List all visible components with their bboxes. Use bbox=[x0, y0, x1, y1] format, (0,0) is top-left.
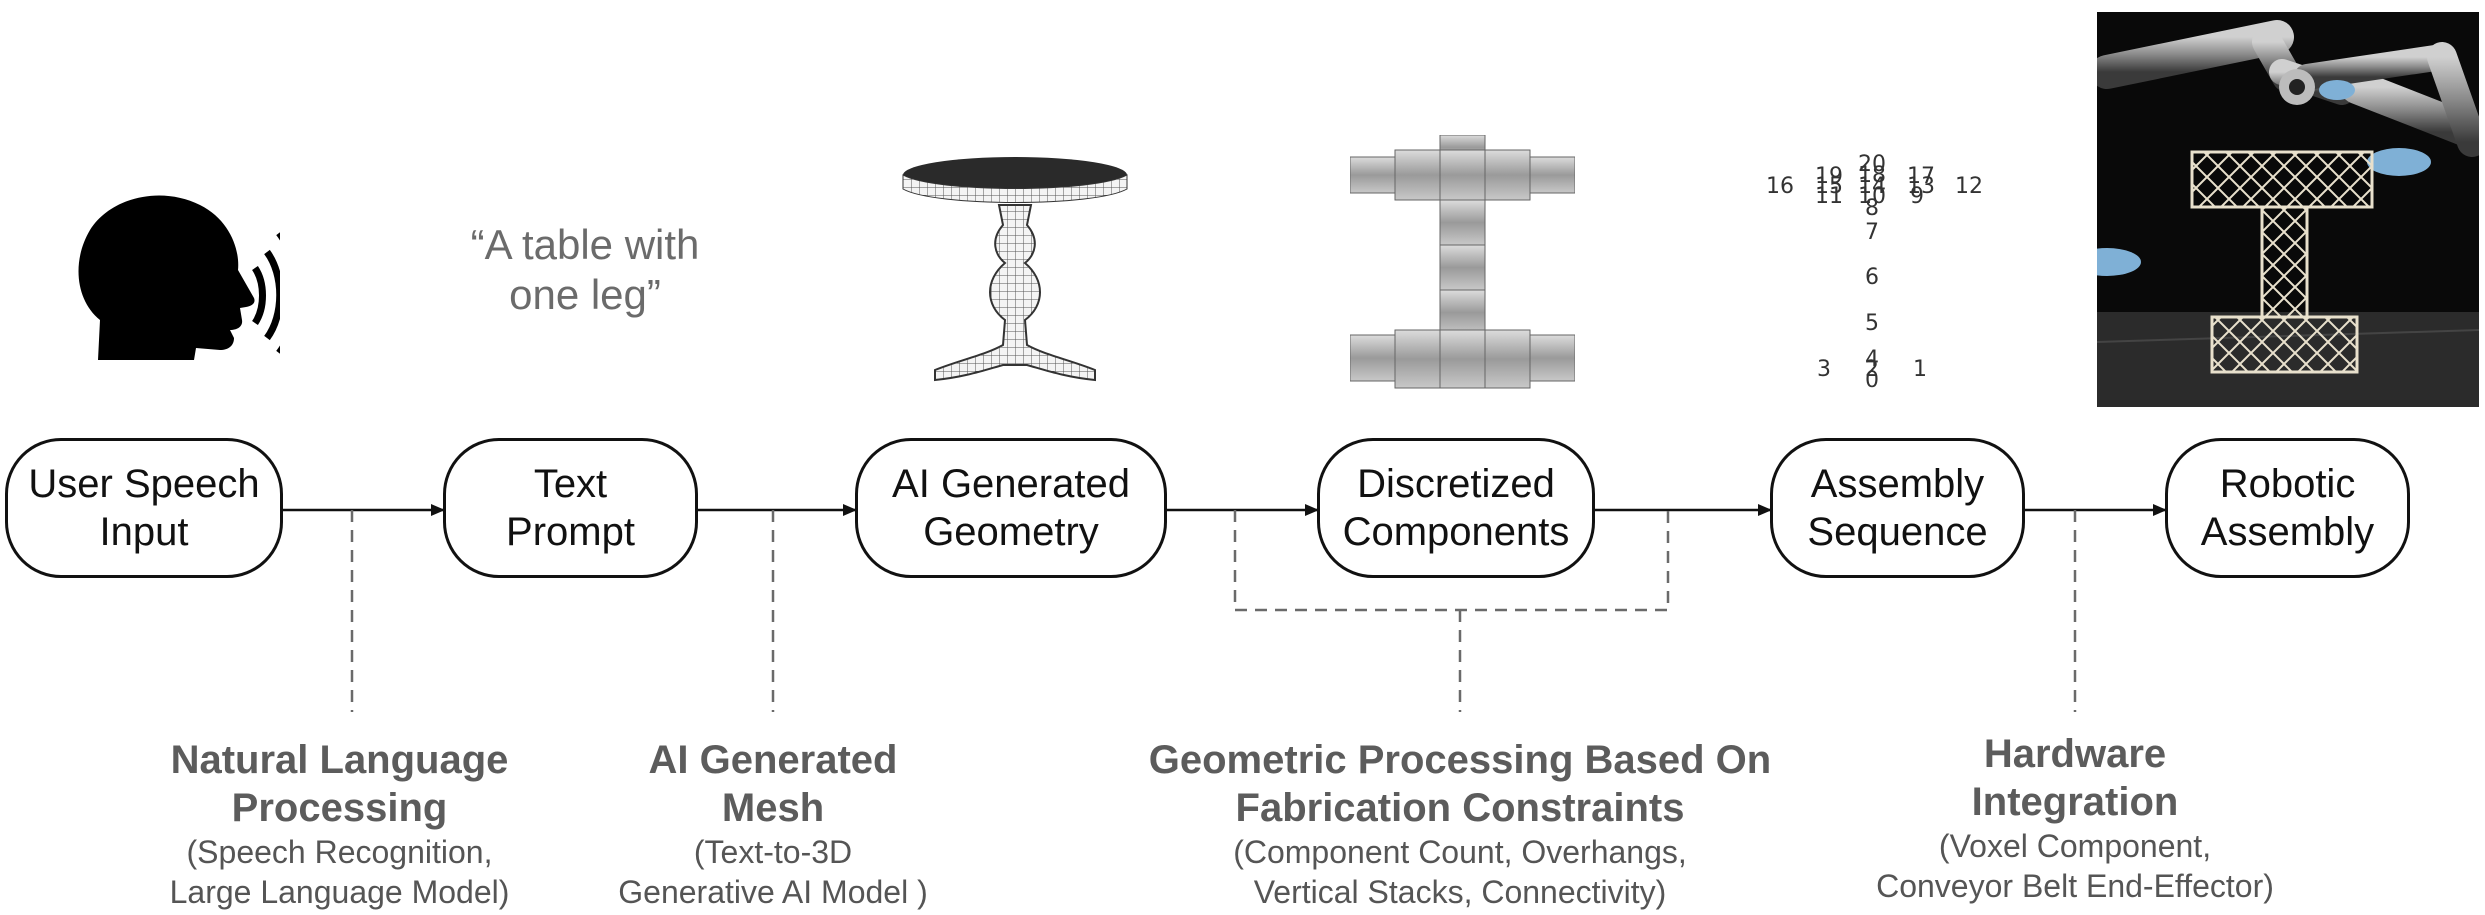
node-discretized-components: Discretized Components bbox=[1317, 438, 1595, 578]
label-title: Integration bbox=[1971, 780, 2179, 824]
label-subtitle: (Text-to-3D bbox=[693, 834, 853, 870]
label-subtitle: Generative AI Model ) bbox=[618, 874, 928, 910]
voxel-components-icon bbox=[1350, 135, 1575, 389]
label-subtitle: Large Language Model) bbox=[169, 874, 510, 910]
seq-num: 5 bbox=[1865, 311, 1879, 336]
label-subtitle: Vertical Stacks, Connectivity) bbox=[1253, 874, 1667, 910]
label-title: AI Generated bbox=[648, 738, 898, 782]
seq-num: 11 bbox=[1815, 184, 1843, 209]
node-user-speech-input: User Speech Input bbox=[5, 438, 283, 578]
dashed-bracket-geo bbox=[1233, 510, 1670, 612]
seq-num: 18 bbox=[1858, 163, 1886, 188]
label-title: Mesh bbox=[721, 786, 825, 830]
prompt-quote: “A table with one leg” bbox=[440, 220, 730, 320]
table-mesh-icon bbox=[902, 157, 1128, 382]
label-ai-generated-mesh: AI Generated Mesh (Text-to-3D Generative… bbox=[578, 736, 968, 912]
seq-num: 19 bbox=[1815, 164, 1843, 189]
label-natural-language-processing: Natural Language Processing (Speech Reco… bbox=[112, 736, 567, 912]
label-subtitle: (Speech Recognition, bbox=[186, 834, 493, 870]
seq-num: 14 bbox=[1858, 174, 1886, 199]
seq-num: 0 bbox=[1865, 368, 1879, 393]
seq-num: 6 bbox=[1865, 265, 1879, 290]
node-label: Text bbox=[533, 462, 608, 506]
node-label: Components bbox=[1342, 510, 1570, 554]
seq-num: 3 bbox=[1817, 357, 1831, 382]
label-title: Processing bbox=[231, 786, 448, 830]
node-assembly-sequence: Assembly Sequence bbox=[1770, 438, 2025, 578]
node-robotic-assembly: Robotic Assembly bbox=[2165, 438, 2410, 578]
label-title: Fabrication Constraints bbox=[1235, 786, 1685, 830]
label-title: Geometric Processing Based On bbox=[1148, 738, 1772, 782]
seq-num: 9 bbox=[1910, 184, 1924, 209]
node-label: Discretized bbox=[1357, 462, 1555, 506]
seq-num: 7 bbox=[1865, 220, 1879, 245]
seq-num: 15 bbox=[1815, 174, 1843, 199]
node-label: Geometry bbox=[923, 510, 1099, 554]
node-label: Prompt bbox=[506, 510, 635, 554]
label-subtitle: Conveyor Belt End-Effector) bbox=[1876, 868, 2274, 904]
seq-num: 16 bbox=[1766, 174, 1794, 199]
node-label: User Speech bbox=[28, 462, 260, 506]
seq-num: 1 bbox=[1913, 357, 1927, 382]
seq-num: 13 bbox=[1907, 174, 1935, 199]
node-ai-generated-geometry: AI Generated Geometry bbox=[855, 438, 1167, 578]
robot-assembly-photo bbox=[2097, 12, 2479, 407]
seq-num: 2 bbox=[1865, 357, 1879, 382]
label-title: Natural Language bbox=[170, 738, 509, 782]
node-label: Robotic bbox=[2219, 462, 2356, 506]
seq-num: 4 bbox=[1865, 347, 1879, 372]
node-label: AI Generated bbox=[892, 462, 1130, 506]
node-label: Assembly bbox=[1810, 462, 1985, 506]
seq-num: 17 bbox=[1907, 164, 1935, 189]
node-label: Assembly bbox=[2200, 510, 2375, 554]
prompt-quote-line-1: “A table with bbox=[470, 221, 700, 268]
label-geometric-processing: Geometric Processing Based On Fabricatio… bbox=[1120, 736, 1800, 912]
node-label: Input bbox=[99, 510, 189, 554]
node-text-prompt: Text Prompt bbox=[443, 438, 698, 578]
seq-num: 12 bbox=[1955, 174, 1983, 199]
seq-num: 10 bbox=[1858, 184, 1886, 209]
speaking-head-icon bbox=[78, 195, 280, 360]
label-hardware-integration: Hardware Integration (Voxel Component, C… bbox=[1840, 730, 2310, 906]
label-subtitle: (Voxel Component, bbox=[1938, 828, 2212, 864]
node-label: Sequence bbox=[1807, 510, 1988, 554]
prompt-quote-line-2: one leg” bbox=[509, 271, 661, 318]
seq-num: 8 bbox=[1865, 196, 1879, 221]
label-title: Hardware bbox=[1983, 732, 2167, 776]
seq-num: 20 bbox=[1858, 152, 1886, 177]
label-subtitle: (Component Count, Overhangs, bbox=[1233, 834, 1687, 870]
